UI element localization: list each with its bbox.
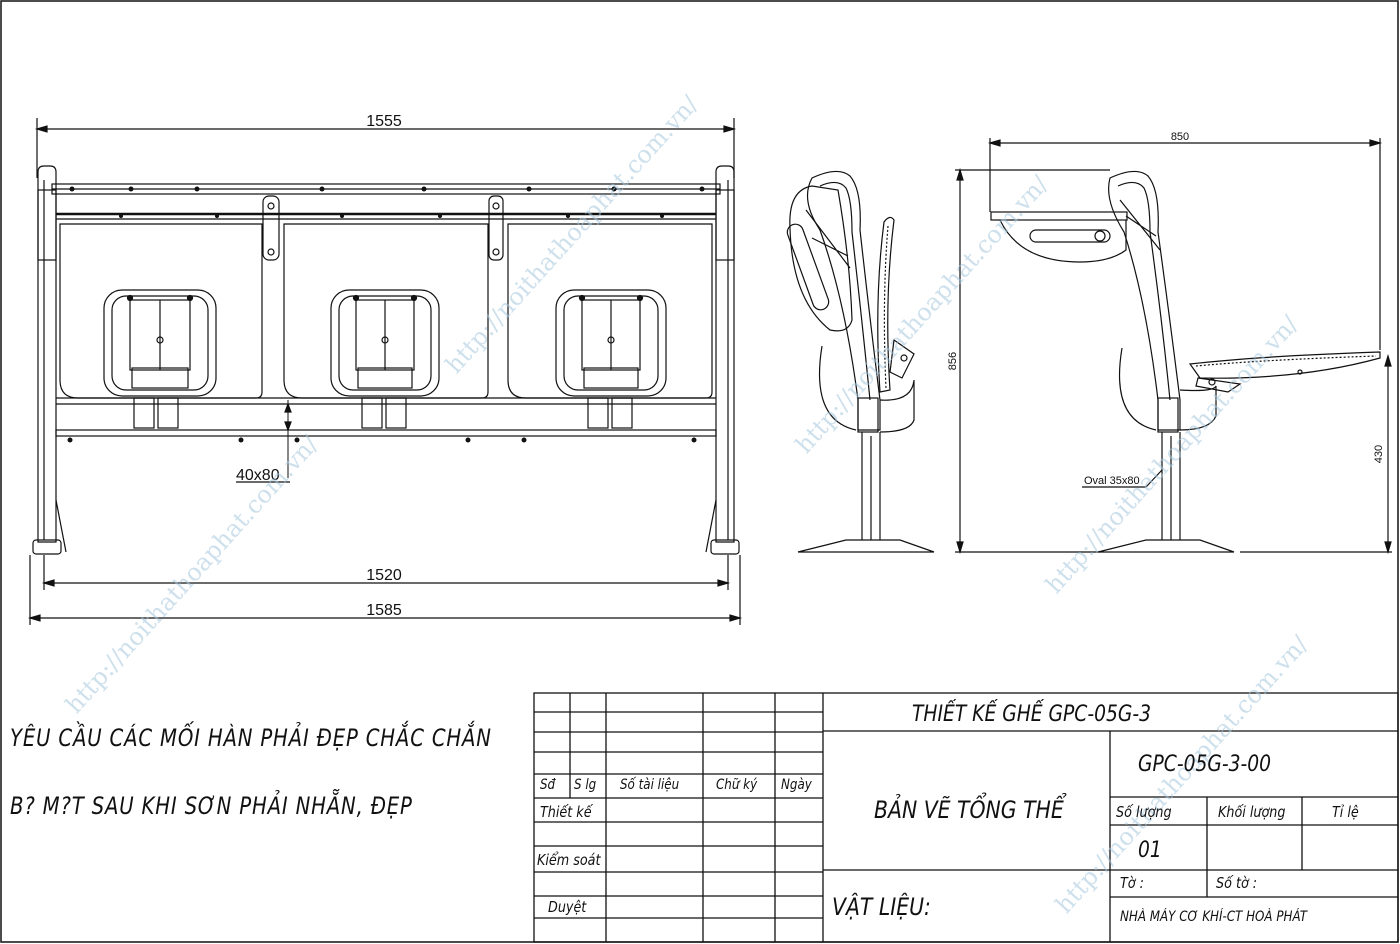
factory-name: NHÀ MÁY CƠ KHÍ-CT HOÀ PHÁT xyxy=(1120,909,1308,925)
label-so-luong: Số lượng xyxy=(1116,803,1172,821)
material-label: VẬT LIỆU: xyxy=(832,893,931,921)
label-ti-le: Tỉ lệ xyxy=(1332,803,1359,821)
side-view-folded xyxy=(786,170,935,553)
header-chu-ky: Chữ ký xyxy=(716,777,758,793)
dim-430: 430 xyxy=(1373,445,1385,463)
drawing-title: THIẾT KẾ GHẾ GPC-05G-3 xyxy=(912,702,1152,727)
drawing-code: GPC-05G-3-00 xyxy=(1138,752,1272,777)
header-sl: S lg xyxy=(574,777,597,793)
dim-856: 856 xyxy=(947,352,959,370)
dim-1520: 1520 xyxy=(366,567,402,584)
side-view-open: 850 856 430 xyxy=(947,131,1392,555)
role-duyet: Duyệt xyxy=(548,898,587,916)
header-so: Sđ xyxy=(540,777,556,793)
header-ngay: Ngày xyxy=(781,777,812,793)
label-to: Tờ : xyxy=(1120,874,1144,892)
drawing-name: BẢN VẼ TỔNG THỂ xyxy=(874,796,1064,824)
dim-1555: 1555 xyxy=(366,113,402,130)
quantity-value: 01 xyxy=(1138,838,1162,863)
role-thiet-ke: Thiết kế xyxy=(540,803,592,821)
note-surface: B? M?T SAU KHI SƠN PHẢI NHẴN, ĐẸP xyxy=(10,792,413,820)
note-welding: YÊU CẦU CÁC MỐI HÀN PHẢI ĐẸP CHẮC CHẮN xyxy=(10,724,492,752)
dim-40x80: 40x80 xyxy=(236,467,280,484)
role-kiem-soat: Kiểm soát xyxy=(537,851,601,869)
label-khoi-luong: Khối lượng xyxy=(1218,803,1286,821)
dim-850: 850 xyxy=(1171,131,1189,143)
front-view: 1555 xyxy=(27,113,743,625)
title-block-grid xyxy=(533,692,1399,943)
label-so-to: Số tờ : xyxy=(1216,874,1258,892)
header-tai-lieu: Số tài liệu xyxy=(620,777,680,793)
dim-oval: Oval 35x80 xyxy=(1084,475,1140,487)
dim-1585: 1585 xyxy=(366,602,402,619)
